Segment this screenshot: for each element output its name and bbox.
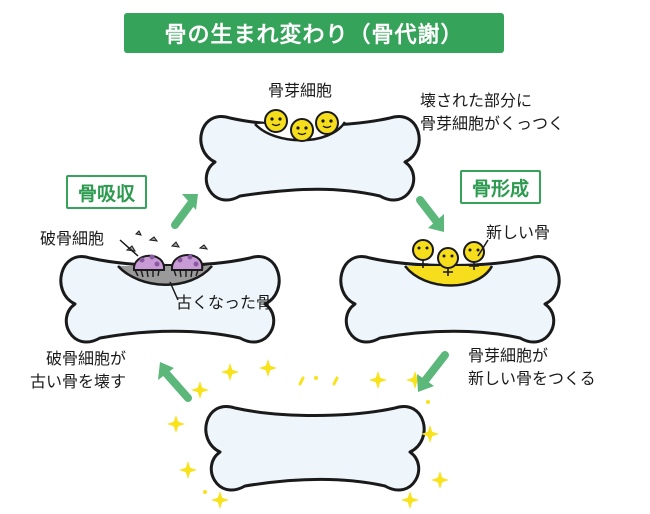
osteoblast-cell-icon-right-group [412, 239, 485, 276]
bone-icon-bottom [204, 405, 426, 492]
osteoblast-cell-icon [463, 241, 485, 270]
label-break-line2: 古い骨を壊す [30, 372, 127, 391]
pointer-line-new-bone [477, 239, 489, 257]
label-break-line1: 破骨細胞が [46, 349, 127, 368]
osteoblast-cell-icon [437, 247, 459, 276]
label-new-bone: 新しい骨 [486, 223, 551, 242]
sparkle-icon-group [167, 359, 449, 509]
label-attach-line2: 骨芽細胞がくっつく [420, 114, 565, 133]
arrow-icon [171, 194, 198, 229]
osteoblast-cell-icon [264, 109, 288, 133]
arrow-icon [158, 362, 192, 402]
osteoblast-cell-icon [315, 111, 339, 135]
bone-icon-right [339, 255, 561, 344]
osteoblast-cell-icon [290, 118, 314, 142]
osteoclast-cell-icon-group [132, 254, 204, 278]
arrow-icon [416, 196, 444, 232]
osteoclast-cell-icon [170, 254, 204, 278]
label-osteoblast-top: 骨芽細胞 [268, 81, 333, 100]
pointer-line-osteoclast [119, 239, 139, 257]
phase-tag-formation: 骨形成 [460, 170, 542, 204]
label-make-line1: 骨芽細胞が [468, 346, 549, 365]
pointer-line-old-bone [169, 281, 179, 301]
page-title: 骨の生まれ変わり（骨代謝） [124, 13, 504, 53]
osteoblast-cell-icon-top-group [264, 109, 339, 142]
osteoclast-cell-icon [132, 254, 166, 278]
label-osteoclast: 破骨細胞 [40, 229, 105, 248]
phase-tag-resorption: 骨吸収 [66, 175, 148, 209]
label-make-line2: 新しい骨をつくる [468, 369, 596, 388]
arrow-icon [417, 351, 449, 392]
label-attach-line1: 壊された部分に [420, 91, 533, 110]
osteoblast-cell-icon [412, 239, 434, 268]
label-old-bone: 古くなった骨 [176, 293, 273, 312]
